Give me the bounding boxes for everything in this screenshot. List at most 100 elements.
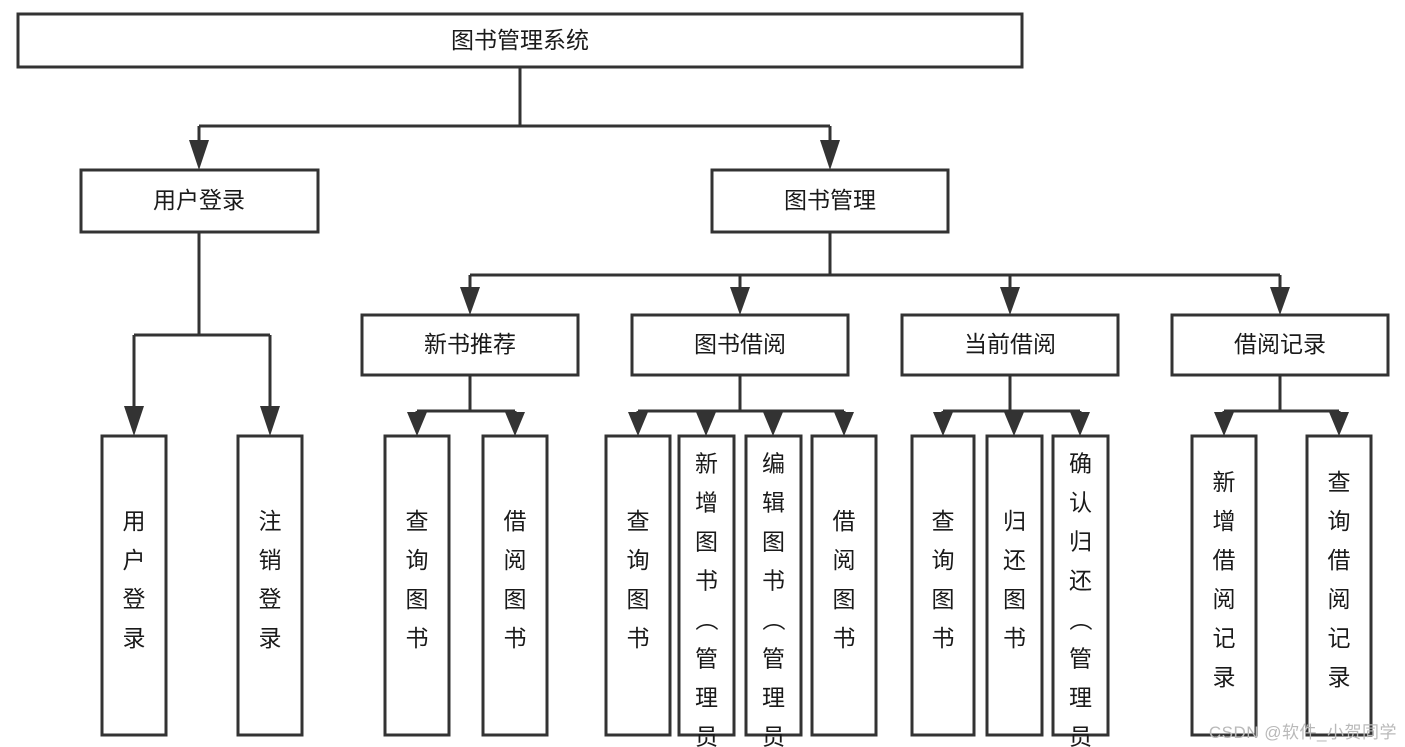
arrow-head-bookmgmt-1 <box>460 287 480 315</box>
arrow-head-userlogin-2 <box>260 406 280 436</box>
leaf-node-box[interactable] <box>100 434 168 737</box>
leaf-node-layer: 用户登录注销登录查询图书借阅图书查询图书新增图书（管理员）编辑图书（管理员）借阅… <box>100 434 1373 747</box>
node-root[interactable]: 图书管理系统 <box>16 12 1024 69</box>
leaf-node-box[interactable] <box>604 434 672 737</box>
node-user-login[interactable]: 用户登录 <box>79 168 320 234</box>
node-new-book-recommend[interactable]: 新书推荐 <box>360 313 580 377</box>
svg-text:录: 录 <box>1328 664 1351 690</box>
leaf-node-box[interactable] <box>1051 434 1110 737</box>
svg-text:书: 书 <box>627 625 650 651</box>
svg-text:书: 书 <box>932 625 955 651</box>
node-current-borrow[interactable]: 当前借阅 <box>900 313 1120 377</box>
svg-text:理: 理 <box>695 685 718 711</box>
node-book-management-label: 图书管理 <box>784 187 876 213</box>
svg-text:辑: 辑 <box>762 490 785 516</box>
node-borrow-record[interactable]: 借阅记录 <box>1170 313 1390 377</box>
node-borrow-record-label: 借阅记录 <box>1234 331 1326 357</box>
svg-text:销: 销 <box>259 547 282 573</box>
leaf-node-box[interactable] <box>810 434 878 737</box>
node-new-book-recommend-box[interactable] <box>360 313 580 377</box>
svg-text:图: 图 <box>627 586 650 612</box>
leaf-node-box[interactable] <box>744 434 803 737</box>
arrow-head-bookborrow-3 <box>763 412 783 436</box>
leaf-node-box[interactable] <box>1305 434 1373 737</box>
node-user-login-box[interactable] <box>79 168 320 234</box>
svg-text:图: 图 <box>695 529 718 555</box>
svg-text:询: 询 <box>406 547 429 573</box>
svg-text:确: 确 <box>1069 451 1092 477</box>
arrow-head-userlogin-1 <box>124 406 144 436</box>
node-book-borrow-label: 图书借阅 <box>694 331 786 357</box>
svg-text:查: 查 <box>627 508 650 534</box>
svg-text:录: 录 <box>1213 664 1236 690</box>
svg-text:借: 借 <box>1213 547 1236 573</box>
node-book-management-box[interactable] <box>710 168 950 234</box>
svg-text:登: 登 <box>123 586 146 612</box>
leaf-node[interactable]: 用户登录 <box>100 434 168 737</box>
svg-text:借: 借 <box>504 508 527 534</box>
svg-text:管: 管 <box>1069 646 1092 672</box>
svg-text:增: 增 <box>695 490 718 516</box>
leaf-node-box[interactable] <box>985 434 1044 737</box>
leaf-node-box[interactable] <box>677 434 736 737</box>
svg-text:归: 归 <box>1003 508 1026 534</box>
svg-text:图: 图 <box>762 529 785 555</box>
node-borrow-record-box[interactable] <box>1170 313 1390 377</box>
node-book-borrow-box[interactable] <box>630 313 850 377</box>
svg-text:图: 图 <box>833 586 856 612</box>
arrow-head-newbook-1 <box>407 412 427 436</box>
svg-text:图: 图 <box>1003 586 1026 612</box>
node-current-borrow-label: 当前借阅 <box>964 331 1056 357</box>
svg-text:查: 查 <box>1328 469 1351 495</box>
node-current-borrow-box[interactable] <box>900 313 1120 377</box>
arrow-head-currentborrow-3 <box>1070 412 1090 436</box>
leaf-node-box[interactable] <box>383 434 451 737</box>
arrow-head-bookborrow-2 <box>696 412 716 436</box>
svg-text:新: 新 <box>1213 469 1236 495</box>
svg-text:（: （ <box>1068 608 1094 631</box>
leaf-node-box[interactable] <box>1190 434 1258 737</box>
connector-group-borrow-record <box>1214 375 1349 436</box>
svg-text:书: 书 <box>762 568 785 594</box>
svg-text:增: 增 <box>1213 508 1236 534</box>
arrow-head-borrowrecord-1 <box>1214 412 1234 436</box>
svg-text:用: 用 <box>123 508 146 534</box>
leaf-node-box[interactable] <box>910 434 976 737</box>
svg-text:书: 书 <box>406 625 429 651</box>
svg-text:查: 查 <box>406 508 429 534</box>
arrow-head-bookmgmt-4 <box>1270 287 1290 315</box>
node-book-borrow[interactable]: 图书借阅 <box>630 313 850 377</box>
svg-text:借: 借 <box>1328 547 1351 573</box>
node-root-box[interactable] <box>16 12 1024 69</box>
svg-text:还: 还 <box>1003 547 1026 573</box>
svg-text:阅: 阅 <box>504 547 527 573</box>
node-book-management[interactable]: 图书管理 <box>710 168 950 234</box>
leaf-node-box[interactable] <box>481 434 549 737</box>
leaf-node-box[interactable] <box>236 434 304 737</box>
csdn-watermark: CSDN @软件_小贺同学 <box>1208 723 1397 742</box>
svg-text:户: 户 <box>123 547 146 573</box>
svg-text:书: 书 <box>695 568 718 594</box>
svg-text:编: 编 <box>762 451 785 477</box>
arrow-head-bookmgmt-3 <box>1000 287 1020 315</box>
connector-group-book-borrow <box>628 375 854 436</box>
